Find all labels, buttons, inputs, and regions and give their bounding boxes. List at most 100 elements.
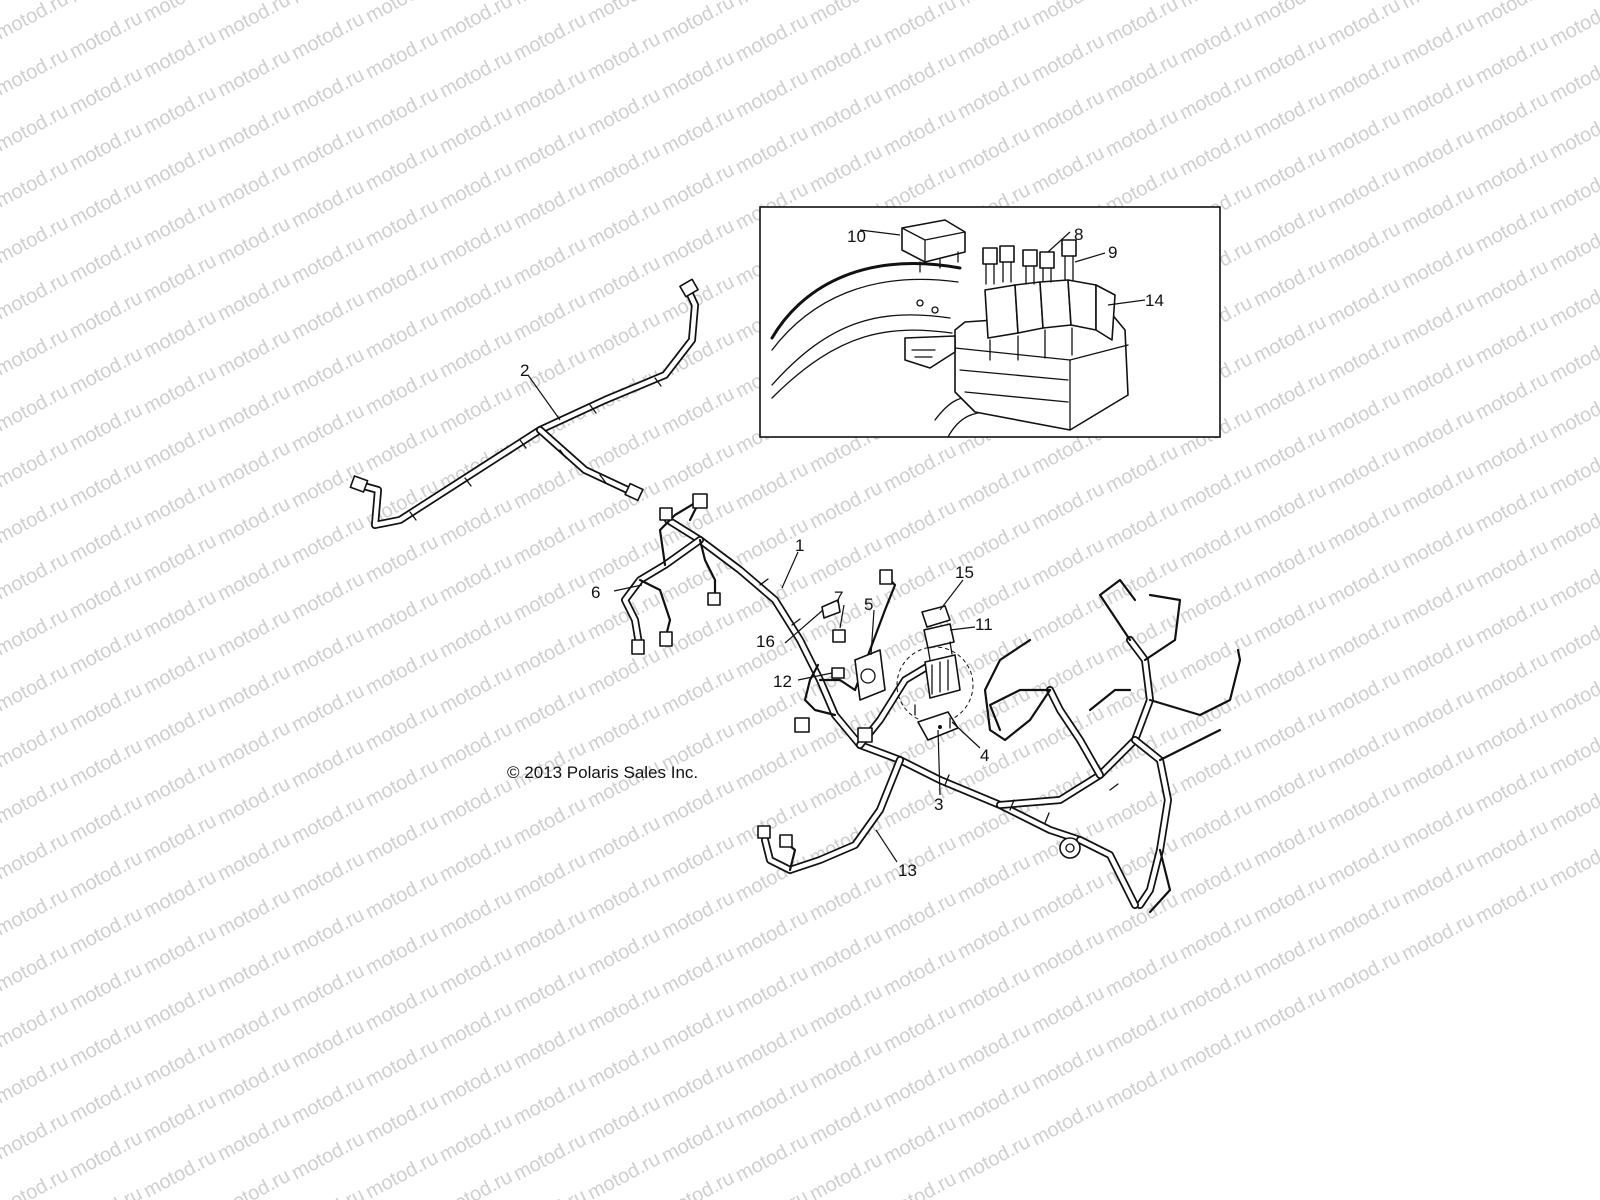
watermark-text: motod.ru <box>1398 237 1478 293</box>
watermark-text: motod.ru <box>1176 124 1256 180</box>
watermark-text: motod.ru <box>436 46 516 102</box>
watermark-text: motod.ru <box>0 44 72 100</box>
watermark-text: motod.ru <box>362 699 442 755</box>
watermark-text: motod.ru <box>1472 0 1552 32</box>
watermark-text: motod.ru <box>1546 387 1600 443</box>
watermark-text: motod.ru <box>954 459 1034 515</box>
watermark-text: motod.ru <box>66 1183 146 1200</box>
watermark-text: motod.ru <box>658 663 738 719</box>
watermark-text: motod.ru <box>732 962 812 1018</box>
watermark-text: motod.ru <box>510 849 590 905</box>
watermark-text: motod.ru <box>362 923 442 979</box>
watermark-text: motod.ru <box>584 252 664 308</box>
watermark-text: motod.ru <box>1472 88 1552 144</box>
watermark-text: motod.ru <box>1324 890 1404 946</box>
watermark-text: motod.ru <box>362 139 442 195</box>
watermark-text: motod.ru <box>1176 460 1256 516</box>
watermark-text: motod.ru <box>954 627 1034 683</box>
watermark-text: motod.ru <box>1546 779 1600 835</box>
watermark-text: motod.ru <box>436 494 516 550</box>
watermark-text: motod.ru <box>1324 106 1404 162</box>
watermark-text: motod.ru <box>140 698 220 754</box>
watermark-text: motod.ru <box>1028 982 1108 1038</box>
watermark-text: motod.ru <box>288 344 368 400</box>
watermark-text: motod.ru <box>362 1091 442 1147</box>
watermark-text: motod.ru <box>1028 0 1108 30</box>
watermark-text: motod.ru <box>658 1167 738 1200</box>
callout-labels: 1 2 3 4 5 6 7 8 9 10 11 12 13 14 15 16 <box>520 225 1164 880</box>
watermark-text: motod.ru <box>1250 199 1330 255</box>
watermark-text: motod.ru <box>436 550 516 606</box>
watermark-text: motod.ru <box>66 567 146 623</box>
watermark-text: motod.ru <box>288 64 368 120</box>
watermark-text: motod.ru <box>66 1127 146 1183</box>
copyright-notice: © 2013 Polaris Sales Inc. <box>507 763 698 782</box>
watermark-text: motod.ru <box>658 887 738 943</box>
watermark-text: motod.ru <box>1398 741 1478 797</box>
watermark-text: motod.ru <box>214 269 294 325</box>
watermark-text: motod.ru <box>658 215 738 271</box>
watermark-text: motod.ru <box>140 1034 220 1090</box>
watermark-text: motod.ru <box>806 1149 886 1200</box>
watermark-text: motod.ru <box>510 793 590 849</box>
watermark-text: motod.ru <box>288 1184 368 1200</box>
watermark-text: motod.ru <box>214 773 294 829</box>
watermark-text: motod.ru <box>732 1074 812 1130</box>
watermark-text: motod.ru <box>1546 723 1600 779</box>
watermark-text: motod.ru <box>658 999 738 1055</box>
watermark-text: motod.ru <box>1250 535 1330 591</box>
watermark-text: motod.ru <box>1176 12 1256 68</box>
watermark-text: motod.ru <box>584 812 664 868</box>
watermark-text: motod.ru <box>436 830 516 886</box>
watermark-text: motod.ru <box>1250 143 1330 199</box>
watermark-text: motod.ru <box>510 961 590 1017</box>
watermark-text: motod.ru <box>288 176 368 232</box>
watermark-text: motod.ru <box>1250 591 1330 647</box>
watermark-text: motod.ru <box>806 0 886 29</box>
callout-15: 15 <box>955 563 974 582</box>
watermark-text: motod.ru <box>954 907 1034 963</box>
watermark-text: motod.ru <box>1472 32 1552 88</box>
harness-2 <box>349 278 699 529</box>
watermark-text: motod.ru <box>140 586 220 642</box>
watermark-text: motod.ru <box>1028 534 1108 590</box>
watermark-text: motod.ru <box>510 9 590 65</box>
watermark-text: motod.ru <box>954 1019 1034 1075</box>
watermark-text: motod.ru <box>806 477 886 533</box>
watermark-text: motod.ru <box>1028 86 1108 142</box>
watermark-text: motod.ru <box>288 1072 368 1128</box>
watermark-text: motod.ru <box>214 1109 294 1165</box>
watermark-text: motod.ru <box>0 996 72 1052</box>
watermark-text: motod.ru <box>436 942 516 998</box>
watermark-text: motod.ru <box>362 0 442 27</box>
watermark-text: motod.ru <box>880 888 960 944</box>
watermark-text: motod.ru <box>436 662 516 718</box>
watermark-text: motod.ru <box>1324 666 1404 722</box>
watermark-text: motod.ru <box>806 757 886 813</box>
watermark-text: motod.ru <box>1546 331 1600 387</box>
watermark-text: motod.ru <box>362 251 442 307</box>
watermark-text: motod.ru <box>436 214 516 270</box>
watermark-text: motod.ru <box>658 831 738 887</box>
watermark-text: motod.ru <box>0 940 72 996</box>
watermark-text: motod.ru <box>362 531 442 587</box>
watermark-text: motod.ru <box>1324 722 1404 778</box>
watermark-text: motod.ru <box>66 287 146 343</box>
callout-9: 9 <box>1108 243 1117 262</box>
watermark-text: motod.ru <box>1398 797 1478 853</box>
callout-12: 12 <box>773 672 792 691</box>
watermark-text: motod.ru <box>880 48 960 104</box>
watermark-text: motod.ru <box>140 26 220 82</box>
watermark-text: motod.ru <box>140 1146 220 1200</box>
callout-7: 7 <box>834 588 843 607</box>
watermark-text: motod.ru <box>1250 647 1330 703</box>
watermark-text: motod.ru <box>0 436 72 492</box>
watermark-text: motod.ru <box>510 1185 590 1200</box>
watermark-text: motod.ru <box>1324 330 1404 386</box>
watermark-text: motod.ru <box>1472 256 1552 312</box>
watermark-text: motod.ru <box>214 829 294 885</box>
watermark-text: motod.ru <box>1472 592 1552 648</box>
watermark-text: motod.ru <box>362 307 442 363</box>
watermark-text: motod.ru <box>732 1018 812 1074</box>
watermark-text: motod.ru <box>806 869 886 925</box>
